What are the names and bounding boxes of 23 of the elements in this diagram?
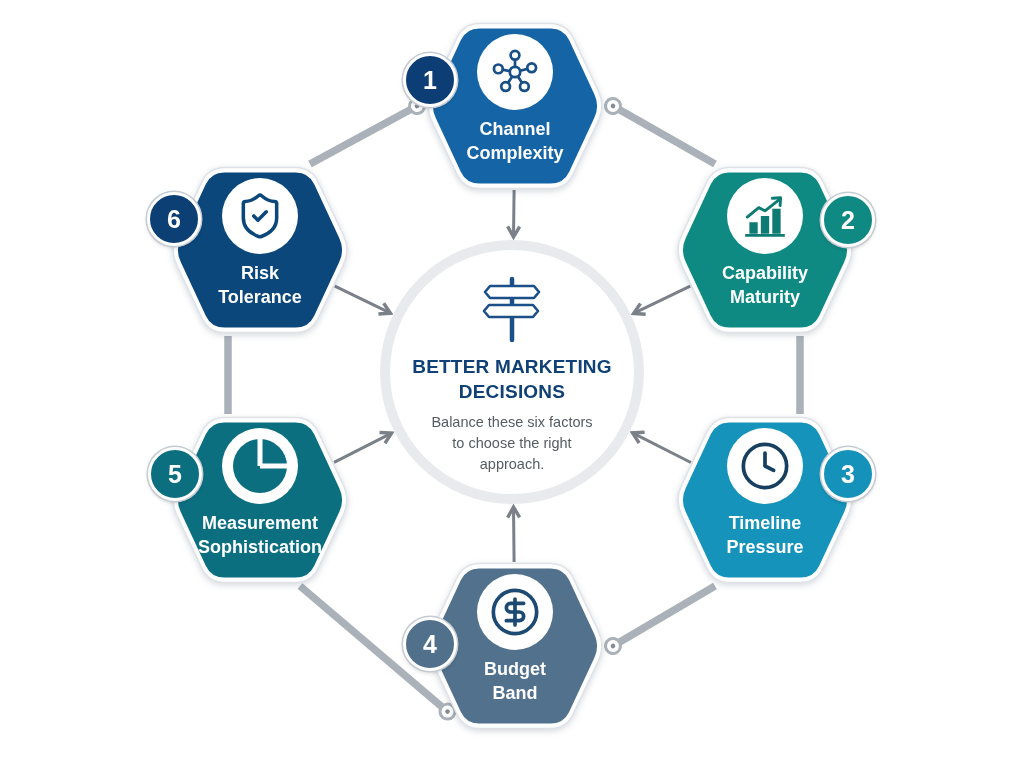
connector-line	[604, 582, 717, 655]
arrow	[630, 430, 692, 464]
arrow	[505, 505, 522, 562]
hub-description: Balance these six factors to choose the right approach.	[430, 413, 594, 474]
hub-title: BETTER MARKETING DECISIONS	[411, 355, 613, 404]
factor-label: Channel Complexity	[466, 118, 564, 165]
number-badge: 4	[403, 617, 457, 671]
number-badge: 3	[821, 447, 875, 501]
number-badge: 1	[403, 53, 457, 107]
factor-label: Risk Tolerance	[218, 262, 302, 309]
connector-line	[604, 97, 717, 168]
number-badge: 2	[821, 193, 875, 247]
factor-label: Timeline Pressure	[726, 512, 804, 559]
arrow	[333, 430, 394, 464]
factor-label: Budget Band	[484, 658, 546, 705]
arrow	[334, 284, 393, 316]
number-badge: 5	[148, 447, 202, 501]
factor-label: Measurement Sophistication	[198, 512, 322, 559]
connector-line	[297, 583, 457, 721]
arrow	[631, 284, 691, 316]
arrow	[505, 189, 522, 239]
number-badge: 6	[147, 192, 201, 246]
factor-label: Capability Maturity	[722, 262, 808, 309]
